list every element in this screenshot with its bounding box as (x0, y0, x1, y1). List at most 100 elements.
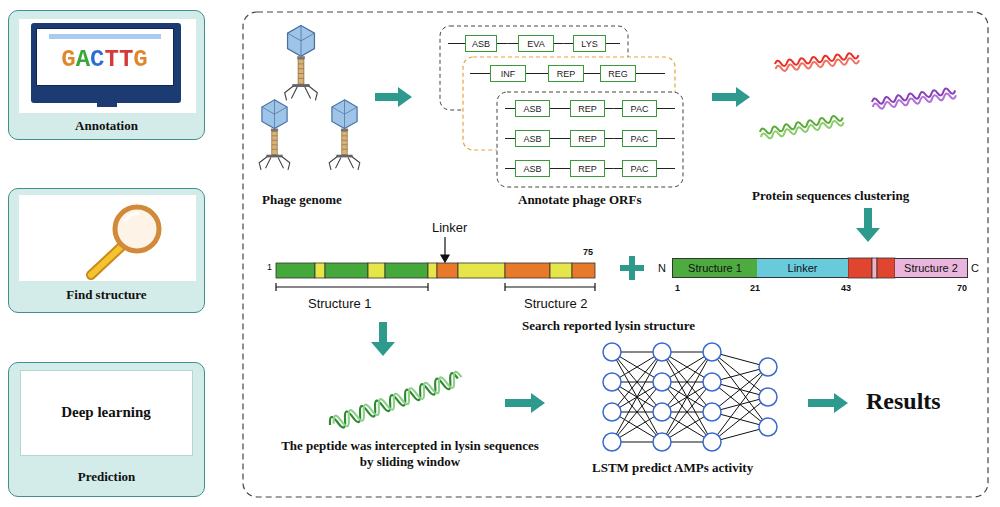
axis-number: 75 (583, 247, 593, 258)
caption-text: Search reported lysin structure (522, 318, 695, 334)
network-neuron (653, 403, 671, 421)
network-neuron (703, 343, 721, 361)
sequence-strands-part-part (775, 57, 859, 72)
axis-number: C (971, 262, 979, 275)
gene-link (605, 168, 622, 169)
network-neuron (703, 373, 721, 391)
network-neuron (653, 343, 671, 361)
network-link (712, 397, 768, 442)
network-link (662, 352, 712, 442)
orf-box: LYS (573, 35, 606, 52)
lysin-bar (276, 263, 595, 278)
bracket-lines-part (441, 255, 449, 262)
step-panel: Find structure (8, 188, 205, 313)
monitor-illustration-part (31, 23, 181, 103)
network-neuron (603, 433, 621, 451)
box-label: PAC (631, 164, 649, 174)
box-label: REP (578, 164, 597, 174)
monitor-screen: GACTTG (36, 28, 174, 86)
orf-groups-part (448, 44, 675, 169)
axis-number: 1 (675, 283, 680, 294)
peptide-helix (328, 371, 464, 432)
caption-text: The peptide was intercepted in lysin seq… (280, 438, 540, 469)
network-neuron (653, 373, 671, 391)
magnifier-illustration-part (115, 207, 159, 251)
lysin-bar-part (385, 263, 428, 278)
gene-link (497, 43, 518, 44)
box-label: INF (501, 69, 516, 79)
gene-link (605, 138, 622, 139)
lysin-bar-part (276, 263, 315, 278)
magnifier-illustration-part (125, 213, 139, 221)
bracket-lines-part (505, 283, 595, 291)
phage-figures (259, 26, 360, 170)
flow-arrows-part (375, 87, 412, 107)
flow-arrows-part (712, 87, 750, 107)
phage-figures-part (329, 100, 360, 170)
orf-box: PAC (622, 100, 657, 117)
domain-segment: Structure 2 (895, 258, 968, 278)
gene-link (605, 108, 622, 109)
network-link (662, 352, 712, 442)
orf-box: ASB (515, 130, 550, 147)
monitor-illustration-part (19, 19, 196, 113)
dna-sequence: GACTTG (61, 48, 147, 72)
domain-bar-parts (848, 258, 895, 278)
orf-box: ASB (515, 100, 550, 117)
box-label: REP (557, 69, 576, 79)
box-label: Linker (788, 262, 818, 274)
sequence-strands-part-part (872, 87, 956, 105)
lysin-bar-part (505, 263, 550, 278)
box-label: PAC (631, 134, 649, 144)
dashed-frame (243, 12, 988, 497)
orf-groups-part (497, 92, 683, 187)
lysin-bar-part (572, 263, 595, 278)
orf-box: REP (570, 160, 605, 177)
box-label: LYS (581, 39, 597, 49)
box-label: PAC (631, 104, 649, 114)
orf-box: PAC (622, 160, 657, 177)
box-label: Structure 1 (688, 262, 742, 274)
gene-link (554, 43, 573, 44)
orf-groups (440, 26, 683, 187)
sequence-strands-part (759, 114, 844, 139)
network-neuron (759, 358, 777, 376)
step-title: Prediction (9, 469, 204, 485)
lysin-bar-part (458, 263, 505, 278)
caption-text: Results (866, 387, 941, 416)
magnifier-illustration-part (91, 247, 121, 275)
orf-box: ASB (465, 35, 497, 52)
axis-number: 1 (267, 262, 272, 273)
caption-text: Phage genome (262, 192, 342, 208)
sequence-strands-part-part (760, 119, 844, 139)
network-link (612, 352, 662, 442)
step-panel: Prediction Deep learning (8, 362, 205, 497)
gene-link (526, 73, 548, 74)
flow-arrows-part (505, 393, 545, 413)
gene-link (550, 168, 570, 169)
caption-text: Structure 2 (524, 296, 588, 312)
lysin-bar-part (550, 263, 572, 278)
step-panel: AnnotationGACTTG (8, 10, 205, 140)
box-label: ASB (472, 39, 490, 49)
orf-box: REP (548, 65, 584, 82)
orf-box: EVA (518, 35, 554, 52)
step-title: Find structure (9, 287, 204, 303)
sequence-strands-part (872, 87, 957, 110)
sequence-strands (759, 52, 956, 140)
flow-arrows-part (808, 393, 848, 413)
domain-segment: Linker (757, 258, 848, 278)
gene-link (550, 108, 570, 109)
orf-box: REP (570, 130, 605, 147)
sequence-strands-part-part (872, 92, 956, 110)
screen-bar (49, 34, 161, 39)
box-label: REP (578, 104, 597, 114)
orf-box: PAC (622, 130, 657, 147)
lysin-bar-part (437, 263, 458, 278)
lysin-bar-part (325, 263, 368, 278)
flow-arrows-part (371, 322, 395, 356)
network-neuron (759, 418, 777, 436)
caption-text: Protein sequences clustering (752, 188, 909, 204)
domain-bar-parts-part (872, 258, 877, 278)
box-label: Deep learning (61, 404, 151, 421)
